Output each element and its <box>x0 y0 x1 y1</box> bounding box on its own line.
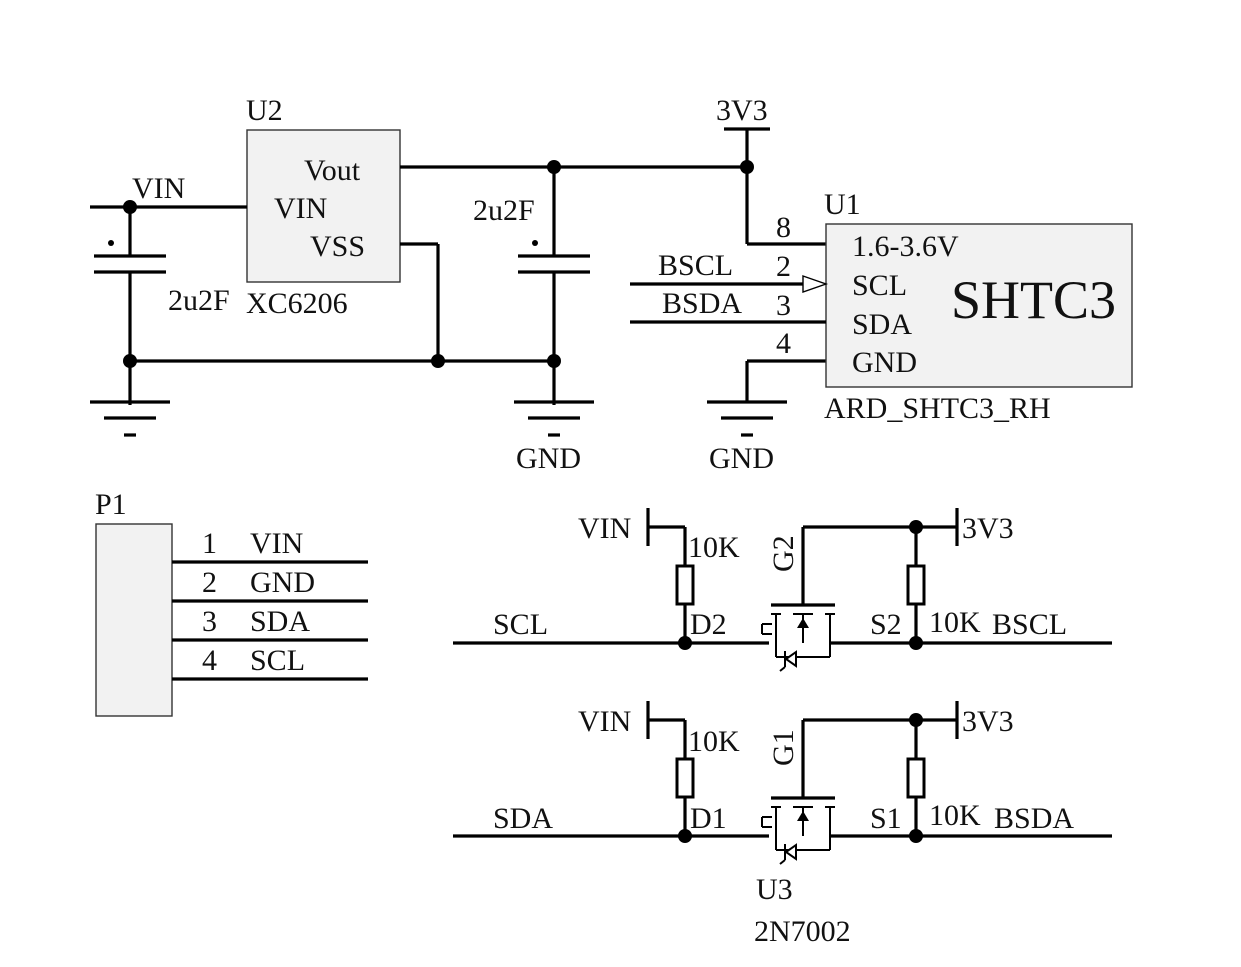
connector-pin-num-2: 2 <box>202 566 217 599</box>
sda-drain-label: D1 <box>690 802 727 835</box>
scl-pullup-left <box>675 564 695 606</box>
scl-source-label: S2 <box>870 608 902 641</box>
mosfet-part: 2N7002 <box>754 915 851 948</box>
regulator-pin-vin: VIN <box>274 192 327 225</box>
sensor-pin-num-1: 8 <box>776 211 791 244</box>
sda-pullup-left-value: 10K <box>688 725 740 758</box>
clock-input-arrow-icon <box>802 275 829 293</box>
sensor-name: SHTC3 <box>951 270 1116 330</box>
sensor-pin-num-4: 4 <box>776 327 791 360</box>
connector-body <box>95 523 173 717</box>
scl-gate-label: G2 <box>767 535 800 572</box>
sensor-part: ARD_SHTC3_RH <box>824 392 1051 425</box>
gnd-right-label: GND <box>709 442 774 475</box>
vout-3v3-net: 2u2F 3V3 <box>400 94 826 405</box>
sda-pullup-right-value: 10K <box>929 799 981 832</box>
sensor-pin-num-2: 2 <box>776 250 791 283</box>
connector-pin-net-2: GND <box>250 566 315 599</box>
cap-mid-value: 2u2F <box>473 194 535 227</box>
sensor-pin-name-3: SDA <box>852 308 912 341</box>
scl-drain-label: D2 <box>690 608 727 641</box>
regulator-part: XC6206 <box>246 287 348 320</box>
mosfet-q1-icon <box>761 720 835 865</box>
scl-pullup-left-value: 10K <box>688 531 740 564</box>
scl-line-label: SCL <box>493 608 548 641</box>
gnd-mid-label: GND <box>516 442 581 475</box>
connector-pin-num-1: 1 <box>202 527 217 560</box>
regulator-body <box>246 129 401 283</box>
ground-bus <box>130 242 554 363</box>
cap-left-value: 2u2F <box>168 284 230 317</box>
connector-pin-num-4: 4 <box>202 644 217 677</box>
mosfet-q2-icon <box>761 527 835 672</box>
scl-pullup-right <box>906 564 926 606</box>
scl-vin-label: VIN <box>578 512 631 545</box>
sda-pullup-left <box>675 757 695 799</box>
bscl-line-label: BSCL <box>992 608 1067 641</box>
mosfet-ref: U3 <box>756 873 793 906</box>
sensor-pin-name-4: GND <box>852 346 917 379</box>
sda-line-label: SDA <box>493 802 553 835</box>
sensor-body <box>825 223 1133 388</box>
connector-ref: P1 <box>95 488 127 521</box>
level-shifter-scl: VIN 10K 3V3 10K SCL BSCL D2 S2 G2 <box>453 508 1112 672</box>
regulator-u2: U2 XC6206 Vout VIN VSS <box>246 94 401 320</box>
regulator-ref: U2 <box>246 94 283 127</box>
level-shifter-sda: VIN 10K 3V3 10K SDA BSDA D1 S1 G1 <box>453 701 1112 948</box>
regulator-pin-vout: Vout <box>304 154 361 187</box>
junction-dots <box>123 160 923 843</box>
connector-pin-net-1: VIN <box>250 527 303 560</box>
ground-symbol-mid: GND <box>514 400 594 475</box>
v3v3-top-label: 3V3 <box>716 94 768 127</box>
bsda-sensor-label: BSDA <box>662 287 742 320</box>
vin-net-label: VIN <box>132 172 185 205</box>
scl-pullup-right-value: 10K <box>929 606 981 639</box>
vin-input-net: VIN 2u2F <box>90 172 247 405</box>
sda-gate-label: G1 <box>767 729 800 766</box>
sda-3v3-label: 3V3 <box>962 705 1014 738</box>
ground-symbol-right: GND <box>707 359 826 475</box>
sensor-pin-num-3: 3 <box>776 289 791 322</box>
sensor-u1: U1 SHTC3 ARD_SHTC3_RH 1.6-3.6V SCL SDA G… <box>630 188 1133 425</box>
ground-symbol-left <box>90 400 170 437</box>
sda-pullup-right <box>906 757 926 799</box>
connector-pin-net-4: SCL <box>250 644 305 677</box>
connector-pin-num-3: 3 <box>202 605 217 638</box>
sensor-ref: U1 <box>824 188 861 221</box>
sda-vin-label: VIN <box>578 705 631 738</box>
connector-p1: P1 1 2 3 4 VIN GND SDA SCL <box>95 488 368 717</box>
sensor-pin-name-1: 1.6-3.6V <box>852 230 959 263</box>
sensor-pin-name-2: SCL <box>852 269 907 302</box>
scl-3v3-label: 3V3 <box>962 512 1014 545</box>
connector-pin-net-3: SDA <box>250 605 310 638</box>
sda-source-label: S1 <box>870 802 902 835</box>
bscl-sensor-label: BSCL <box>658 249 733 282</box>
bsda-line-label: BSDA <box>994 802 1074 835</box>
regulator-pin-vss: VSS <box>310 230 365 263</box>
